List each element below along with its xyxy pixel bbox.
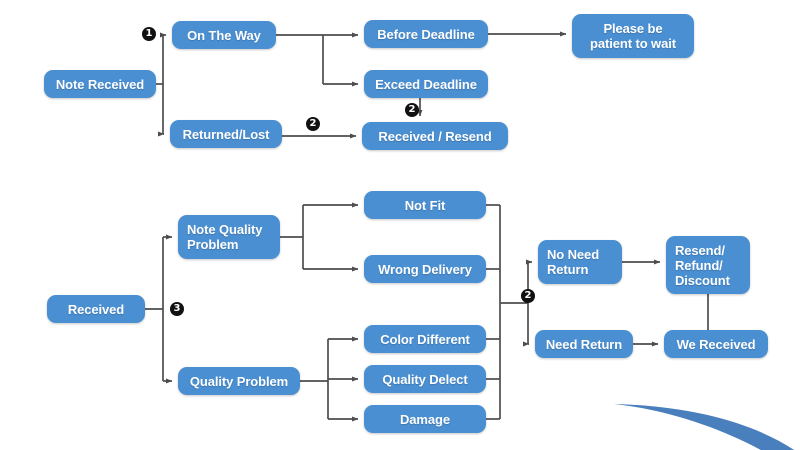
node-not-fit[interactable]: Not Fit bbox=[364, 191, 486, 219]
node-resend-refund[interactable]: Resend/ Refund/ Discount bbox=[666, 236, 750, 294]
node-received-resend[interactable]: Received / Resend bbox=[362, 122, 508, 150]
node-no-need-return[interactable]: No Need Return bbox=[538, 240, 622, 284]
node-damage[interactable]: Damage bbox=[364, 405, 486, 433]
node-need-return[interactable]: Need Return bbox=[535, 330, 633, 358]
node-exceed-deadline[interactable]: Exceed Deadline bbox=[364, 70, 488, 98]
node-quality-delect[interactable]: Quality Delect bbox=[364, 365, 486, 393]
node-please-be-patient[interactable]: Please be patient to wait bbox=[572, 14, 694, 58]
badge-badge-2-resend: 2 bbox=[306, 117, 320, 131]
decorative-swoosh bbox=[614, 404, 795, 450]
badge-badge-1-branch: 1 bbox=[142, 27, 156, 41]
node-wrong-delivery[interactable]: Wrong Delivery bbox=[364, 255, 486, 283]
node-returned-lost[interactable]: Returned/Lost bbox=[170, 120, 282, 148]
node-color-different[interactable]: Color Different bbox=[364, 325, 486, 353]
badge-badge-2-return: 2 bbox=[521, 289, 535, 303]
node-before-deadline[interactable]: Before Deadline bbox=[364, 20, 488, 48]
node-note-received[interactable]: Note Received bbox=[44, 70, 156, 98]
node-note-quality[interactable]: Note Quality Problem bbox=[178, 215, 280, 259]
node-quality-problem[interactable]: Quality Problem bbox=[178, 367, 300, 395]
node-on-the-way[interactable]: On The Way bbox=[172, 21, 276, 49]
node-received[interactable]: Received bbox=[47, 295, 145, 323]
badge-badge-3-branch: 3 bbox=[170, 302, 184, 316]
badge-badge-2-deadline: 2 bbox=[405, 103, 419, 117]
node-we-received[interactable]: We Received bbox=[664, 330, 768, 358]
